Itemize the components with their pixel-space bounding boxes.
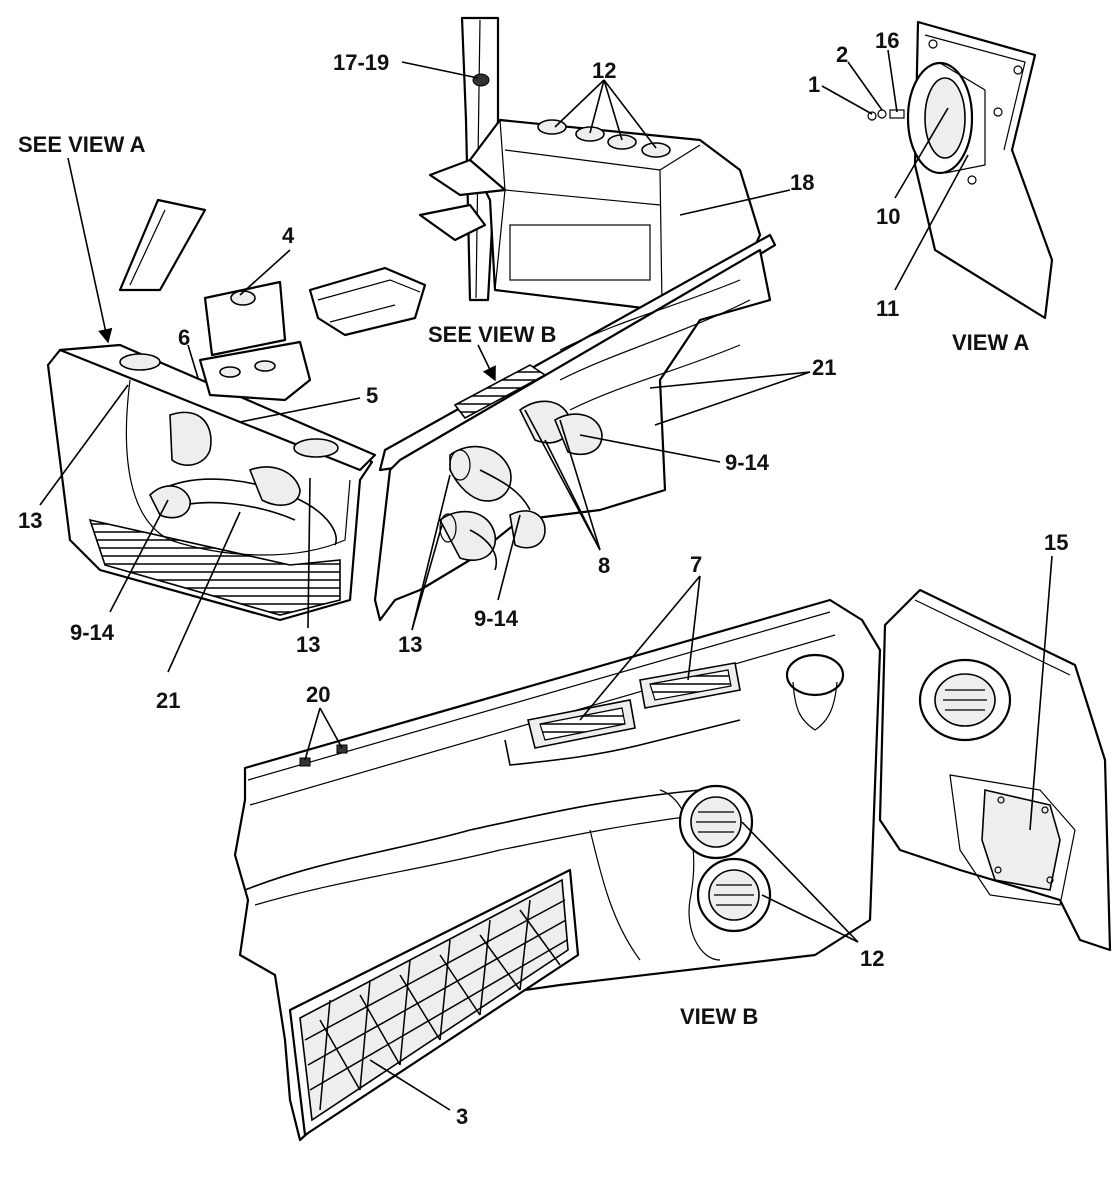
leader-lines bbox=[39, 49, 1053, 1111]
blower-housing bbox=[418, 118, 762, 312]
callout-7: 7 bbox=[690, 552, 702, 577]
callout-3: 3 bbox=[456, 1104, 468, 1129]
callout-8: 8 bbox=[598, 553, 610, 578]
callout-20: 20 bbox=[306, 682, 330, 707]
callout-21-right: 21 bbox=[812, 355, 836, 380]
callout-1: 1 bbox=[808, 72, 820, 97]
callout-18: 18 bbox=[790, 170, 814, 195]
callout-9-14-left: 9-14 bbox=[70, 620, 115, 645]
callout-labels: SEE VIEW A SEE VIEW B VIEW A VIEW B 17-1… bbox=[18, 28, 1068, 1129]
callout-17-19: 17-19 bbox=[333, 50, 389, 75]
callout-6: 6 bbox=[178, 325, 190, 350]
view-a-title: VIEW A bbox=[952, 330, 1030, 355]
callout-9-14-right: 9-14 bbox=[725, 450, 770, 475]
center-duct-assembly bbox=[373, 233, 777, 622]
left-console bbox=[46, 340, 377, 622]
callout-13-center: 13 bbox=[296, 632, 320, 657]
see-view-a-label: SEE VIEW A bbox=[18, 132, 146, 157]
see-view-b-label: SEE VIEW B bbox=[428, 322, 556, 347]
callout-21-left: 21 bbox=[156, 688, 180, 713]
callout-12-top: 12 bbox=[592, 58, 616, 83]
callout-12-view-b: 12 bbox=[860, 946, 884, 971]
view-a-detail bbox=[867, 20, 1054, 320]
loose-parts bbox=[118, 198, 427, 357]
callout-16: 16 bbox=[875, 28, 899, 53]
view-b-detail bbox=[233, 588, 1112, 1142]
callout-9-14-center: 9-14 bbox=[474, 606, 519, 631]
callout-4: 4 bbox=[282, 223, 295, 248]
callout-13-upper-left: 13 bbox=[18, 508, 42, 533]
callout-15: 15 bbox=[1044, 530, 1068, 555]
callout-10: 10 bbox=[876, 204, 900, 229]
view-b-title: VIEW B bbox=[680, 1004, 758, 1029]
callout-11: 11 bbox=[876, 296, 899, 321]
callout-13-lower-left: 13 bbox=[398, 632, 422, 657]
callout-2: 2 bbox=[836, 42, 848, 67]
callout-5: 5 bbox=[366, 383, 378, 408]
